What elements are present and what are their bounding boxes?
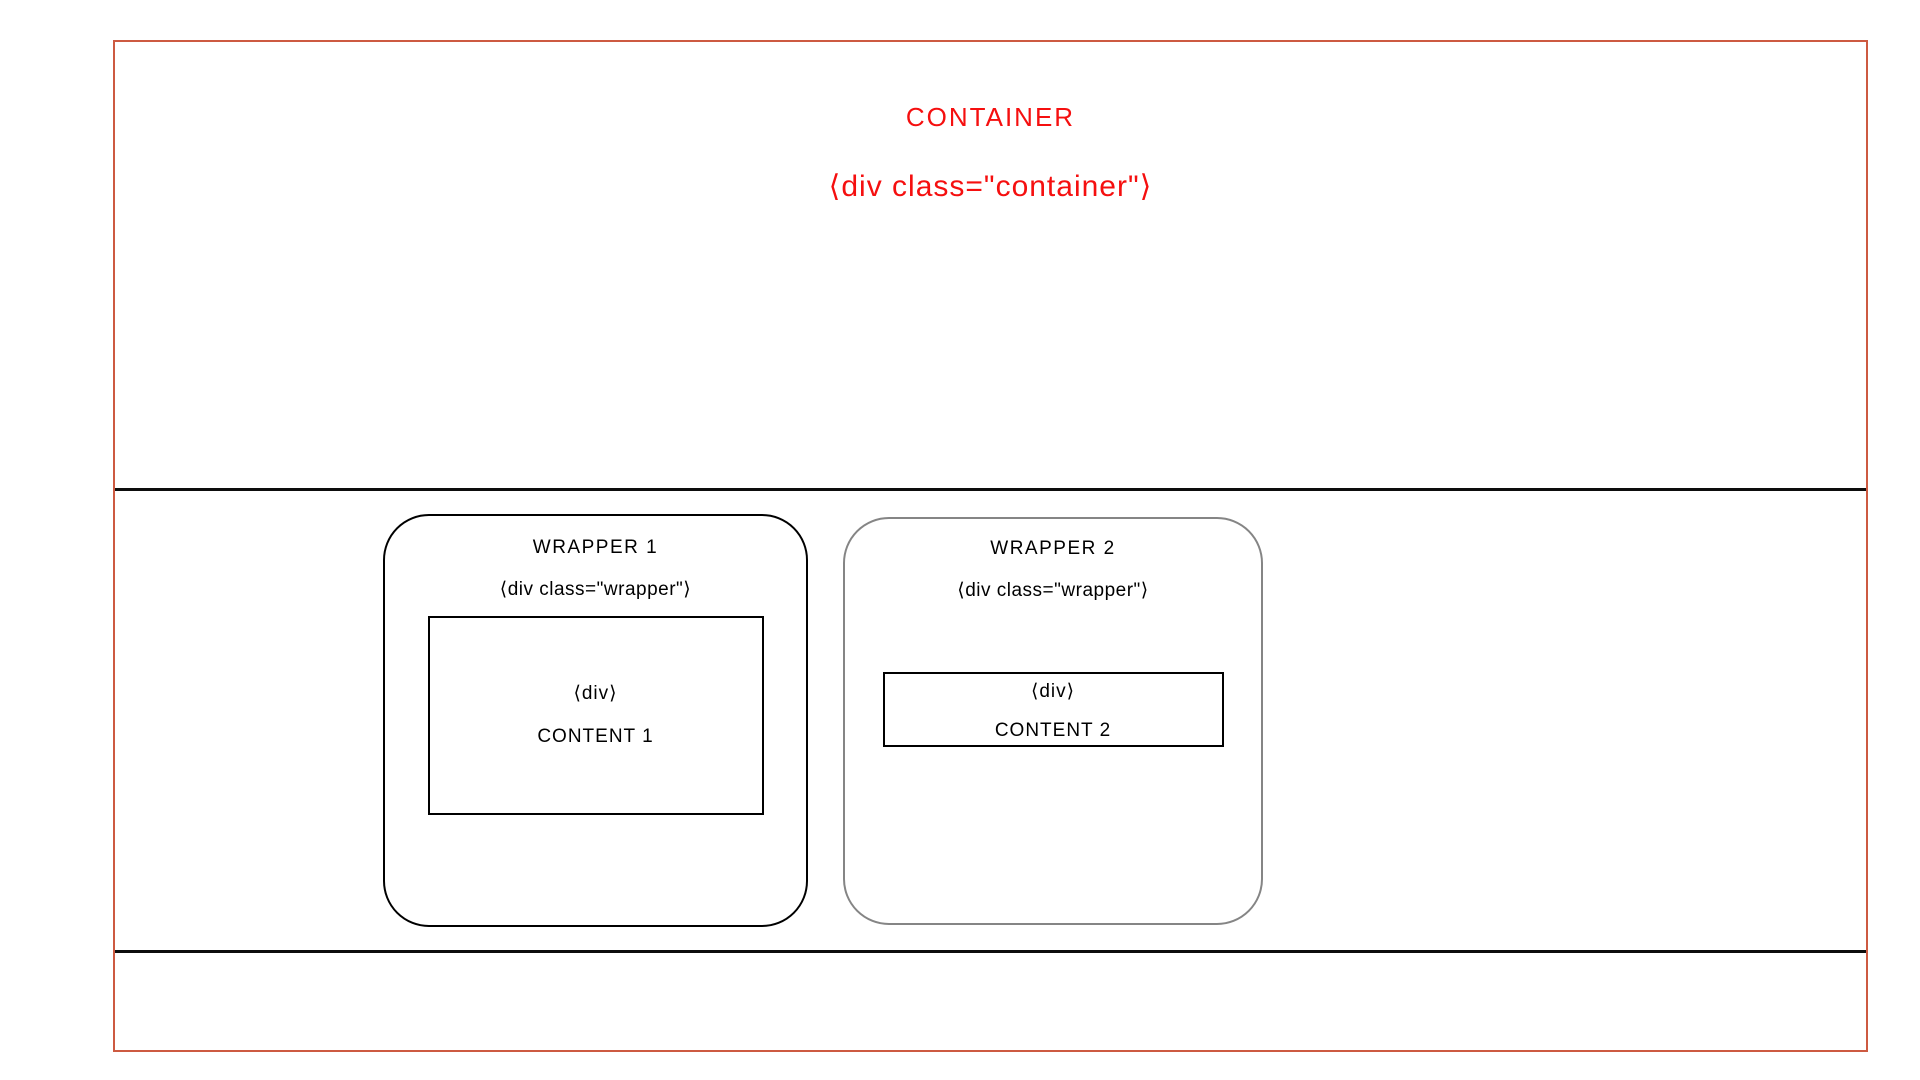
container-header-section: CONTAINER ⟨div class="container"⟩	[115, 42, 1866, 488]
wrapper-2-title: WRAPPER 2	[990, 538, 1116, 559]
content-2-tag-label: ⟨div⟩	[1030, 681, 1076, 702]
section-divider-bottom	[115, 950, 1866, 953]
wrapper-2-box: WRAPPER 2 ⟨div class="wrapper"⟩ ⟨div⟩ CO…	[843, 517, 1263, 925]
wrapper-2-tag-label: ⟨div class="wrapper"⟩	[957, 580, 1149, 601]
wrapper-1-title: WRAPPER 1	[532, 537, 659, 558]
section-divider-top	[115, 488, 1866, 491]
container-tag-label: ⟨div class="container"⟩	[828, 170, 1153, 203]
container-title: CONTAINER	[905, 102, 1076, 132]
wrapper-1-box: WRAPPER 1 ⟨div class="wrapper"⟩ ⟨div⟩ CO…	[383, 514, 808, 927]
wrapper-1-tag-label: ⟨div class="wrapper"⟩	[499, 579, 692, 600]
content-1-label: CONTENT 1	[537, 726, 654, 747]
content-1-tag-label: ⟨div⟩	[573, 683, 618, 704]
content-2-label: CONTENT 2	[994, 720, 1112, 741]
wrappers-section: WRAPPER 1 ⟨div class="wrapper"⟩ ⟨div⟩ CO…	[115, 491, 1866, 950]
container-footer-section	[115, 953, 1866, 1050]
content-1-box: ⟨div⟩ CONTENT 1	[427, 616, 764, 815]
container-box: CONTAINER ⟨div class="container"⟩ WRAPPE…	[113, 40, 1868, 1052]
content-2-box: ⟨div⟩ CONTENT 2	[882, 672, 1224, 747]
